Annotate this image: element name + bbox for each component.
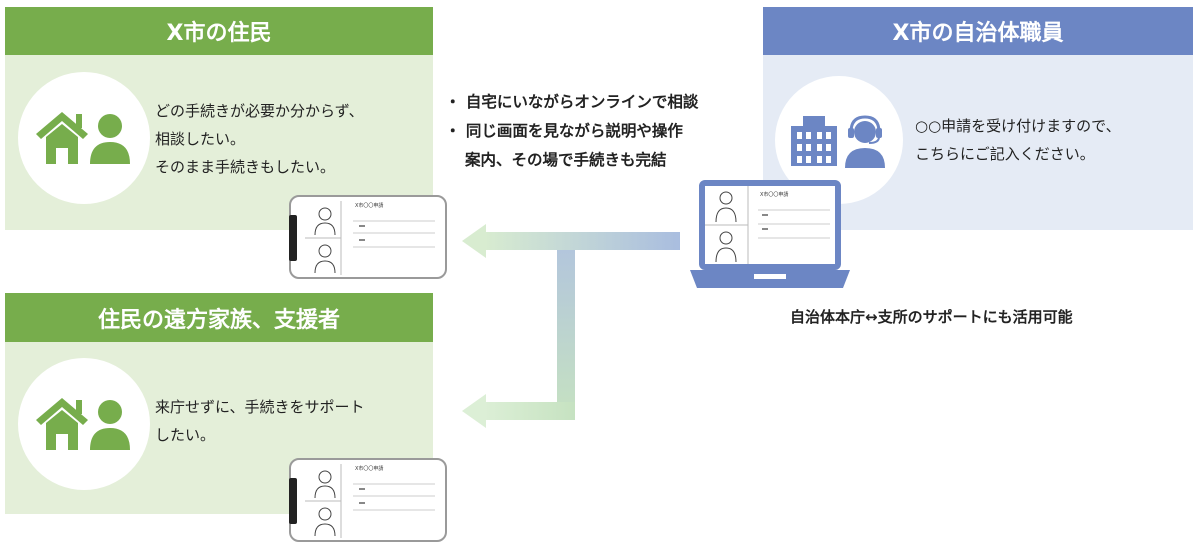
family-line-1: 来庁せずに、手続きをサポート — [155, 398, 365, 416]
bullet-dot: ・ — [445, 122, 466, 140]
support-note: 自治体本庁↔支所のサポートにも活用可能 — [790, 308, 1073, 326]
residents-avatar — [18, 72, 150, 204]
tablet-screen-title: X市〇〇申請 — [355, 203, 384, 209]
bullet-dot: ・ — [445, 93, 466, 111]
tablet-side-button — [289, 215, 297, 261]
residents-line-2: 相談したい。 — [155, 130, 246, 148]
residents-line-3: そのまま手続きもしたい。 — [155, 158, 336, 176]
tablet-residents: X市〇〇申請 — [289, 195, 447, 279]
family-title: 住民の遠方家族、支援者 — [5, 293, 433, 342]
residents-line-1: どの手続きが必要か分からず、 — [155, 102, 364, 120]
arrow-vertical-shaft — [557, 250, 575, 420]
tablet-family: X市〇〇申請 — [289, 458, 447, 542]
family-line-2: したい。 — [155, 426, 216, 444]
staff-text: ○○申請を受け付けますので、 こちらにご記入ください。 — [915, 112, 1121, 168]
bullet-item-3: 案内、その場で手続きも完結 — [465, 151, 667, 169]
arrow-left-icon — [462, 224, 486, 258]
staff-line-2: こちらにご記入ください。 — [915, 145, 1095, 163]
benefit-bullets: ・ 自宅にいながらオンラインで相談 ・ 同じ画面を見ながら説明や操作 案内、その… — [445, 88, 698, 175]
staff-avatar — [775, 76, 903, 204]
family-text: 来庁せずに、手続きをサポート したい。 — [155, 393, 365, 449]
arrow-left-icon — [462, 394, 486, 428]
tablet-screen — [305, 464, 435, 538]
house-person-icon — [36, 398, 130, 450]
bullet-item-2: ・ 同じ画面を見ながら説明や操作 — [445, 122, 683, 140]
laptop-screen-title: X市〇〇申請 — [760, 192, 789, 198]
tablet-side-button — [289, 478, 297, 524]
house-person-icon — [36, 112, 130, 164]
tablet-screen — [305, 201, 435, 275]
staff-title: X市の自治体職員 — [763, 7, 1193, 55]
connector-arrows — [462, 224, 680, 428]
residents-title: X市の住民 — [5, 7, 433, 55]
arrow-top-shaft — [484, 232, 680, 250]
tablet-screen-title: X市〇〇申請 — [355, 466, 384, 472]
family-avatar — [18, 358, 150, 490]
arrow-bottom-shaft — [484, 402, 575, 420]
building-operator-icon — [791, 115, 885, 168]
laptop-icon — [690, 180, 850, 288]
staff-line-1: ○○申請を受け付けますので、 — [915, 117, 1121, 135]
residents-text: どの手続きが必要か分からず、 相談したい。 そのまま手続きもしたい。 — [155, 97, 364, 181]
bullet-item-1: ・ 自宅にいながらオンラインで相談 — [445, 93, 699, 111]
